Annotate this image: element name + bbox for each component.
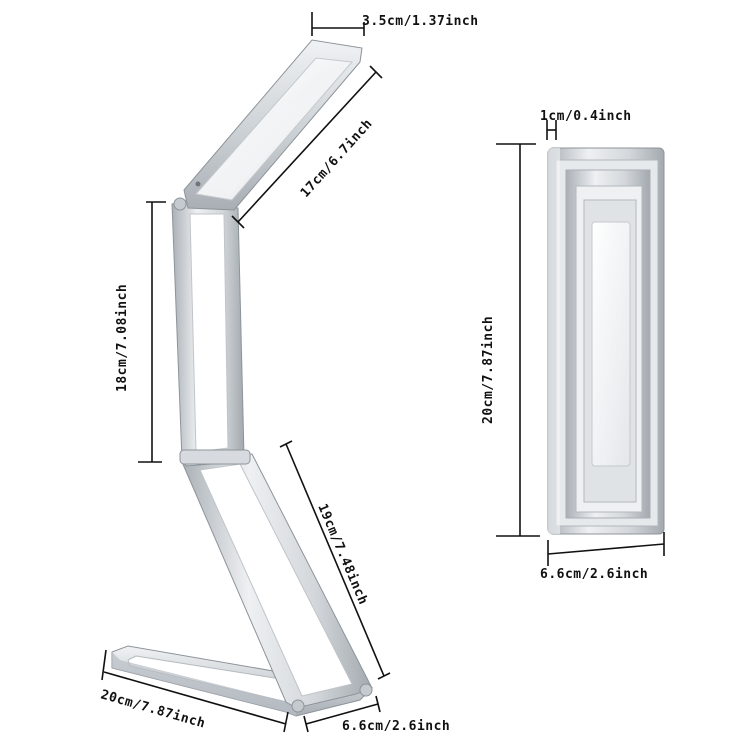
lamp-illustration (111, 39, 374, 717)
dim-upper-arm-line (138, 201, 166, 463)
dim-lower-arm-line (279, 440, 391, 680)
dim-head-width-label: 3.5cm/1.37inch (362, 14, 479, 29)
lamp-head (183, 39, 363, 211)
lamp-lower-arm (181, 453, 373, 713)
dim-folded-height-line (496, 143, 540, 537)
dim-head-length-line (231, 65, 383, 229)
dim-folded-height-label: 20cm/7.87inch (481, 316, 496, 424)
folded-lamp-illustration (547, 147, 665, 535)
dimension-lines (101, 12, 665, 733)
dim-base-length-line (101, 649, 289, 733)
dim-head-length-label: 17cm/6.7inch (298, 116, 376, 200)
dim-base-length-label: 20cm/7.87inch (99, 687, 207, 731)
dim-base-width-label: 6.6cm/2.6inch (342, 719, 450, 734)
dim-head-width-line (311, 12, 365, 36)
dim-folded-width-label: 6.6cm/2.6inch (540, 567, 648, 582)
dim-upper-arm-label: 18cm/7.08inch (115, 284, 130, 392)
dim-folded-width-line (547, 532, 665, 566)
dim-folded-thickness-label: 1cm/0.4inch (540, 109, 632, 124)
lamp-upper-arm (171, 197, 251, 467)
dim-folded-thickness-line (546, 120, 557, 140)
dim-base-width-line (303, 695, 381, 733)
